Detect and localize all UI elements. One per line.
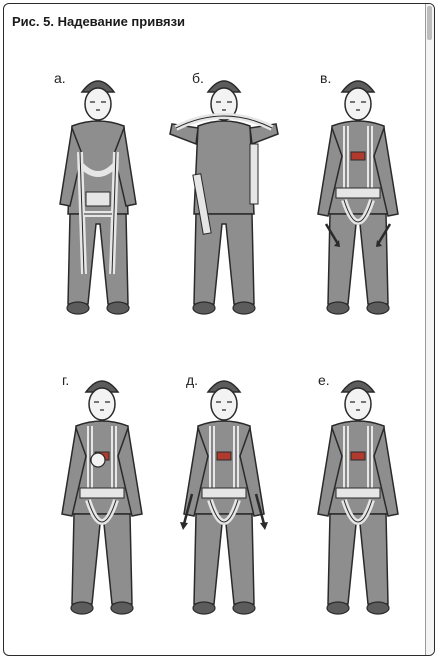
figure-d <box>164 364 284 634</box>
scrollbar-thumb[interactable] <box>427 6 432 40</box>
figure-label: а. <box>54 70 66 86</box>
figure-label: д. <box>186 372 198 388</box>
figure-g <box>42 364 162 634</box>
worker-harness-illustration <box>164 364 284 634</box>
figure-label: е. <box>318 372 330 388</box>
scrollbar[interactable] <box>425 4 434 655</box>
figure-label: б. <box>192 70 204 86</box>
figure-e <box>298 364 418 634</box>
figure-label: г. <box>62 372 69 388</box>
figure-v <box>298 64 418 334</box>
figure-label: в. <box>320 70 331 86</box>
worker-harness-illustration <box>42 364 162 634</box>
figure-title: Рис. 5. Надевание привязи <box>12 14 185 29</box>
worker-harness-illustration <box>298 364 418 634</box>
worker-harness-illustration <box>298 64 418 334</box>
document-frame: Рис. 5. Надевание привязи а. б. в. г. д.… <box>3 3 435 656</box>
worker-harness-illustration <box>38 64 158 334</box>
figure-a <box>38 64 158 334</box>
worker-harness-illustration <box>164 64 284 334</box>
figure-b <box>164 64 284 334</box>
